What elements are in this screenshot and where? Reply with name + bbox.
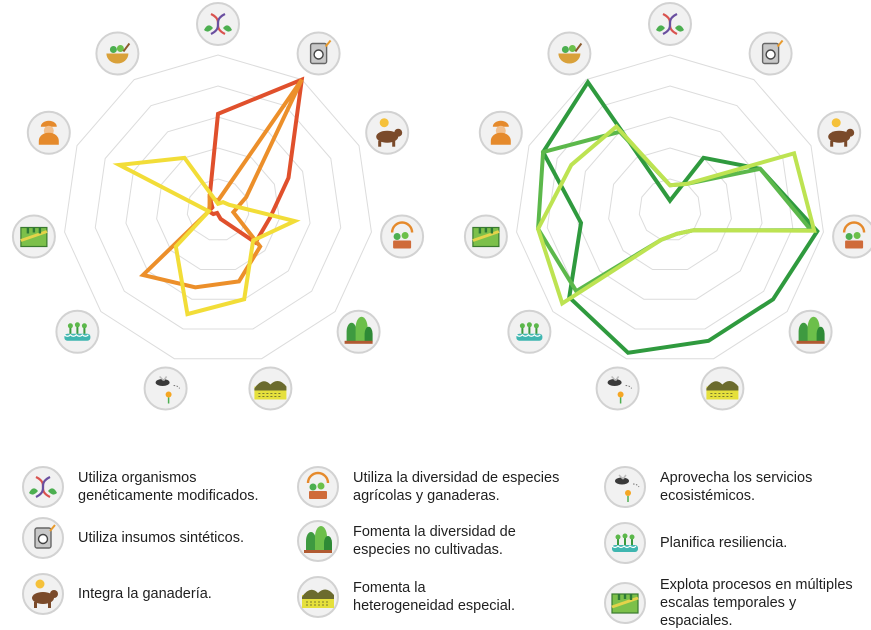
legend-item-synthetic-inputs: Utiliza insumos sintéticos. [22, 517, 244, 559]
bee-flower-icon [604, 466, 646, 508]
forest-icon [336, 309, 381, 354]
radar-charts [11, 2, 871, 411]
radar-chart-left [11, 2, 425, 411]
radar-grid-ring [156, 147, 280, 270]
radar-grid-ring [64, 54, 372, 360]
radar-series-1 [540, 78, 820, 355]
landscape-icon [700, 366, 745, 411]
radar-grid-ring [125, 116, 311, 300]
legend-item-multiscale: Explota procesos en múltiples escalas te… [604, 576, 871, 630]
legend-item-resilience: Planifica resiliencia. [604, 522, 787, 564]
legend-text: Aprovecha los servicios ecosistémicos. [660, 470, 813, 504]
radar-series-2 [139, 78, 304, 290]
forest-icon [788, 309, 833, 354]
landscape-icon [248, 366, 293, 411]
farm-map-icon [604, 582, 646, 624]
legend-text: Integra la ganadería. [78, 586, 212, 602]
seedlings-water-icon [507, 309, 552, 354]
crop-diversity-icon [832, 214, 871, 259]
legend-text: Utiliza organismos genéticamente modific… [78, 470, 259, 504]
radar-grid-ring [638, 178, 702, 241]
livestock-icon [22, 573, 64, 615]
legend-item-gmo: Utiliza organismos genéticamente modific… [22, 466, 259, 508]
fertilizer-bag-icon [22, 517, 64, 559]
radar-grid-ring [186, 178, 250, 241]
farmer-icon [26, 110, 71, 155]
legend-text: Fomenta la diversidad de especies no cul… [353, 524, 516, 558]
bee-flower-icon [143, 366, 188, 411]
seedlings-water-icon [55, 309, 100, 354]
mortar-icon [547, 31, 592, 76]
radar-series-1 [205, 76, 305, 246]
dna-icon [648, 2, 692, 46]
farm-map-icon [11, 214, 56, 259]
mortar-icon [95, 31, 140, 76]
crop-diversity-icon [380, 214, 425, 259]
legend-item-crop-diversity: Utiliza la diversidad de especies agríco… [297, 466, 559, 508]
bee-flower-icon [595, 366, 640, 411]
farmer-icon [478, 110, 523, 155]
legend-item-wild-diversity: Fomenta la diversidad de especies no cul… [297, 520, 516, 562]
radar-grid-ring [94, 85, 342, 330]
radar-grid-ring [608, 147, 732, 270]
radar-series-2 [536, 129, 816, 294]
legend-text: Utiliza la diversidad de especies agríco… [353, 470, 560, 504]
crop-diversity-icon [297, 466, 339, 508]
farm-map-icon [463, 214, 508, 259]
forest-icon [297, 520, 339, 562]
legend-item-livestock: Integra la ganadería. [22, 573, 212, 615]
fertilizer-bag-icon [296, 31, 341, 76]
livestock-icon [365, 110, 410, 155]
radar-grid-ring [516, 54, 824, 360]
seedlings-water-icon [604, 522, 646, 564]
radar-series-3 [112, 155, 301, 317]
radar-grid-ring [546, 85, 794, 330]
dna-icon [196, 2, 240, 46]
livestock-icon [817, 110, 862, 155]
legend-text: Explota procesos en múltiples escalas te… [660, 577, 853, 629]
legend-text: Fomenta la heterogeneidad especial. [353, 580, 516, 614]
radar-series-3 [535, 123, 817, 307]
legend-item-ecosystem-services: Aprovecha los servicios ecosistémicos. [604, 466, 812, 508]
landscape-icon [297, 576, 339, 618]
legend-item-heterogeneity: Fomenta la heterogeneidad especial. [297, 576, 515, 618]
legend-text: Planifica resiliencia. [660, 535, 788, 551]
legend: Utiliza organismos genéticamente modific… [0, 458, 871, 629]
legend-text: Utiliza insumos sintéticos. [78, 530, 244, 546]
radar-chart-right [463, 2, 871, 411]
fertilizer-bag-icon [748, 31, 793, 76]
dna-icon [22, 466, 64, 508]
